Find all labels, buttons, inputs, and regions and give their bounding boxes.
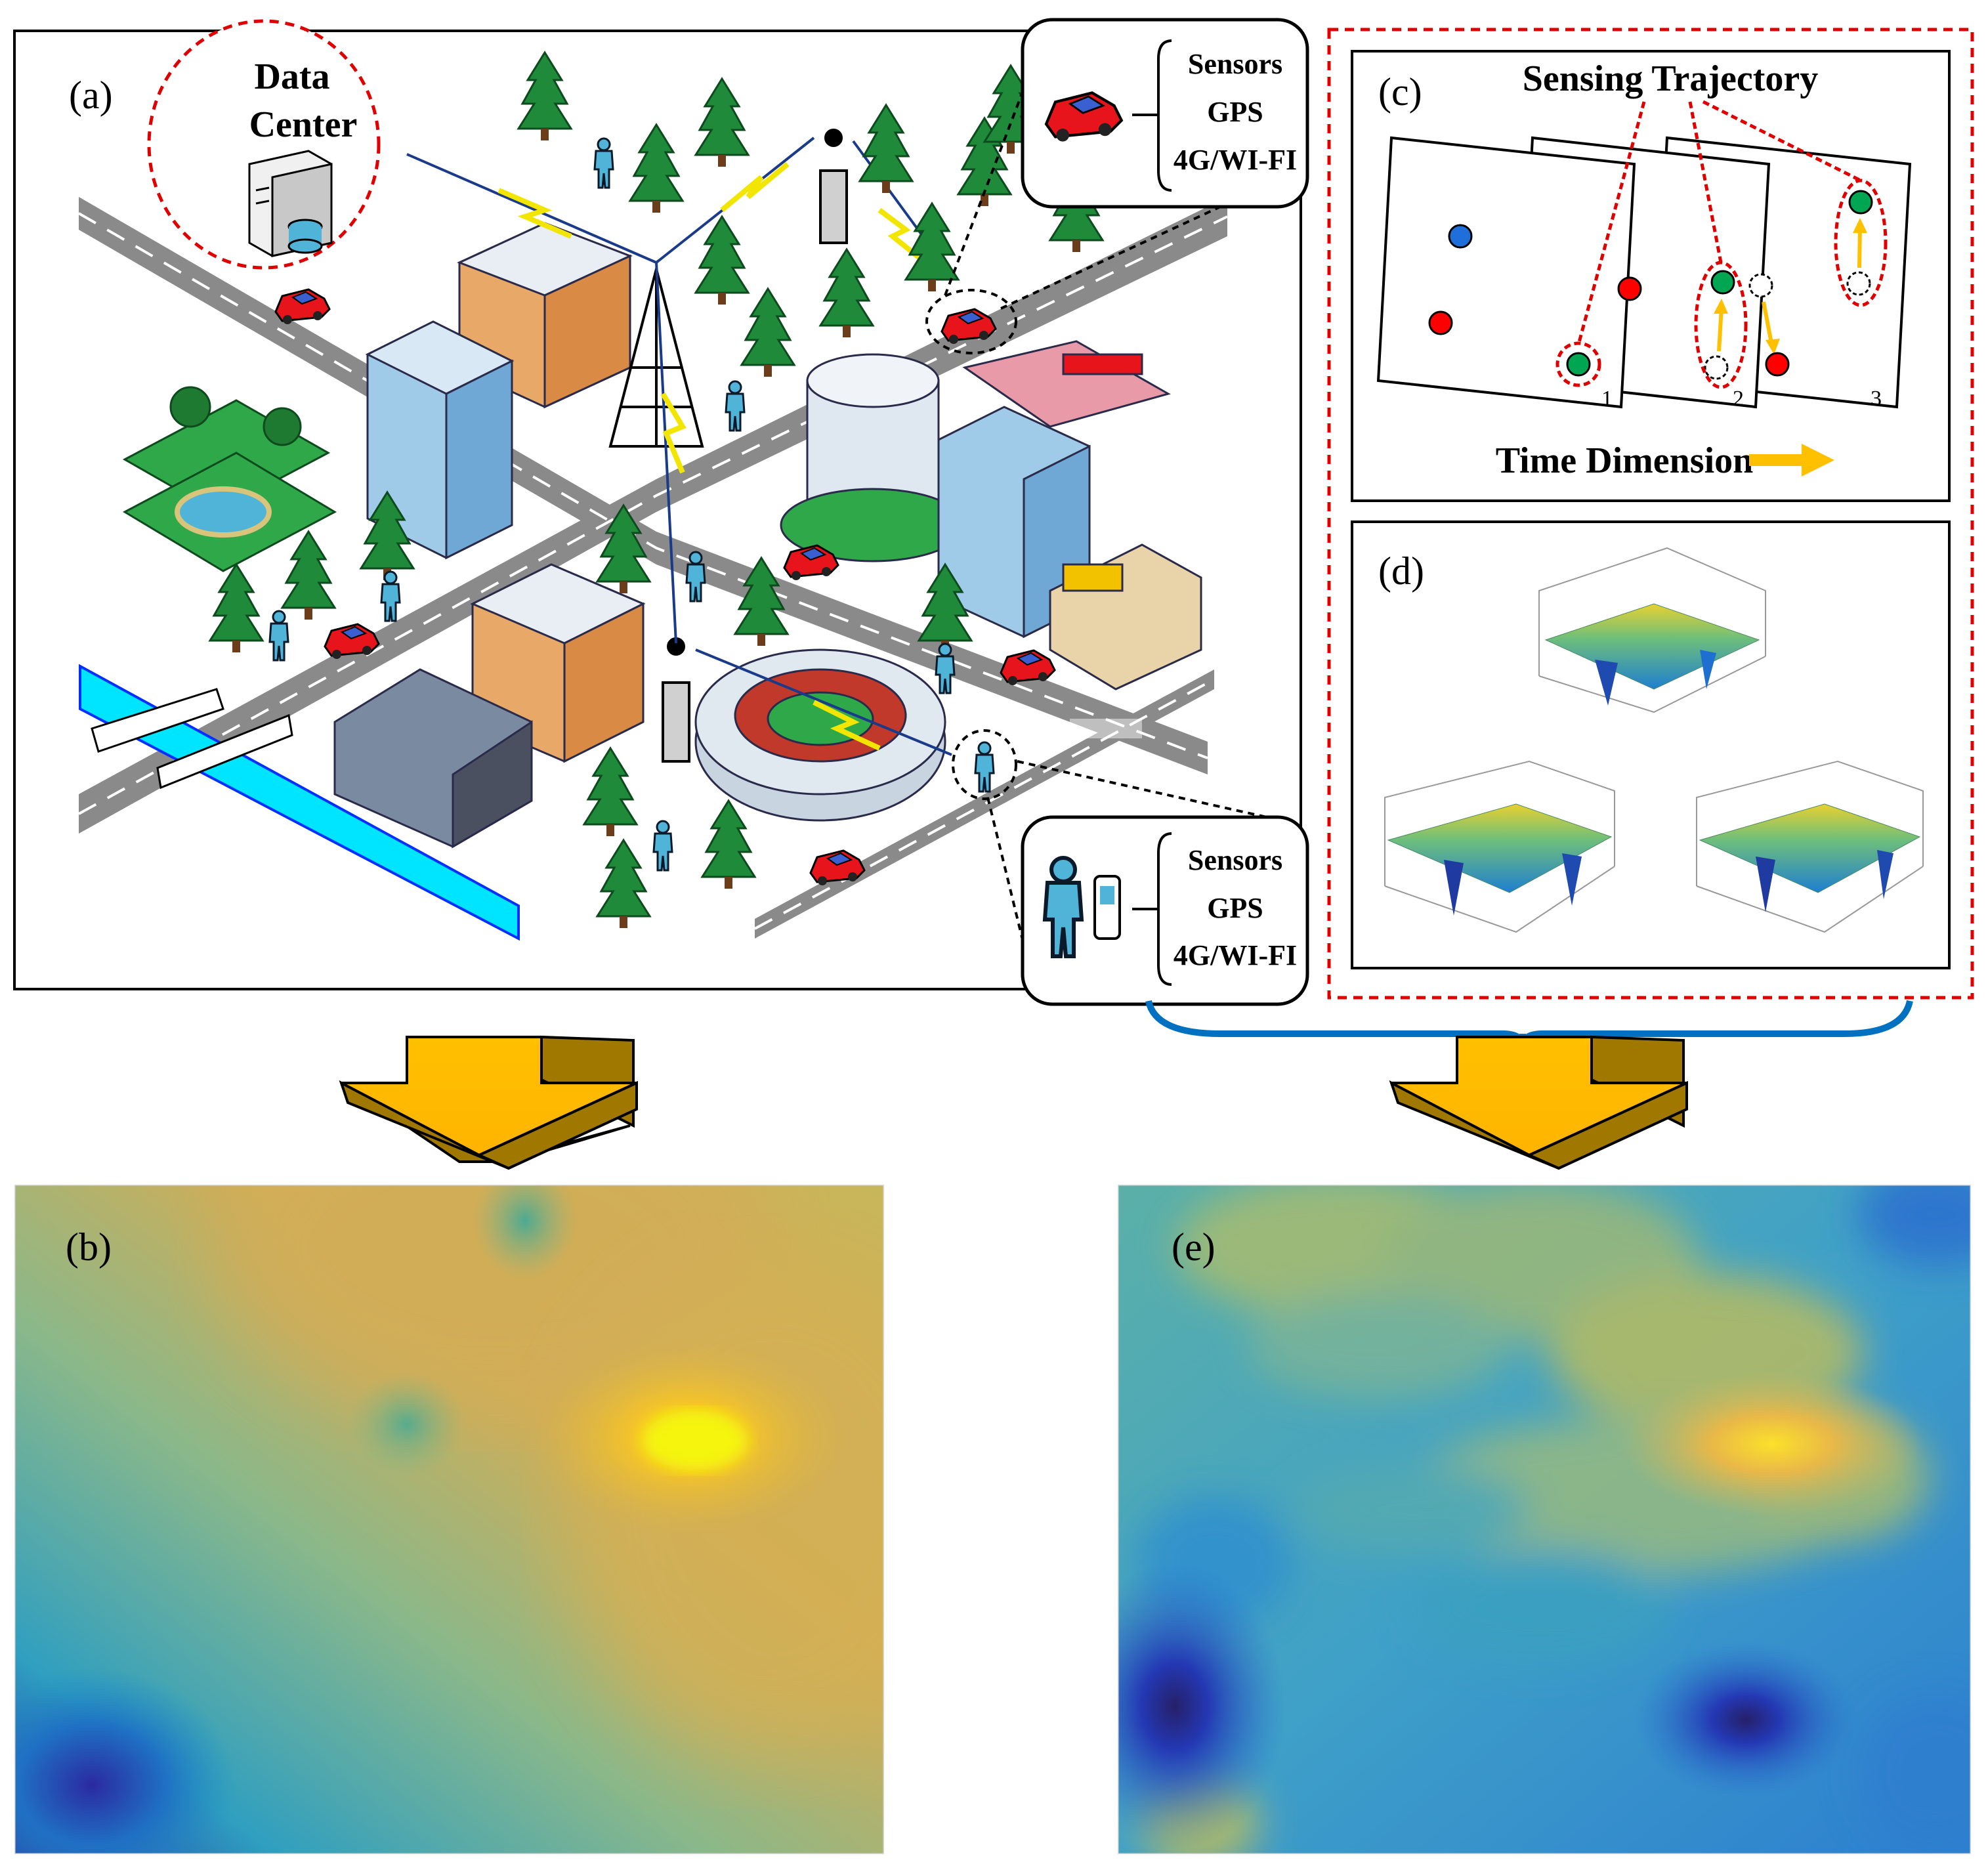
sensor-dot-red-partial [1617,276,1642,301]
trajectory-highlight-t1 [1555,341,1601,387]
person-sensor-line-sensors: Sensors [1188,844,1282,876]
frame-number-3: 3 [1871,387,1882,411]
trajectory-highlight-t3 [1834,179,1888,307]
communication-links [406,137,953,756]
road-network [77,197,1228,939]
data-center-label-line2: Center [249,104,358,145]
car-sensor-line-gps: GPS [1207,96,1263,128]
title-connector-lines [1576,100,1862,345]
person-sensor-line-network: 4G/WI-FI [1174,939,1297,971]
time-arrow-icon [1749,444,1834,477]
car-sensor-line-network: 4G/WI-FI [1174,144,1297,176]
panel-d-3d-surfaces: (d) [1351,520,1951,969]
movement-arrow-red [1762,301,1774,347]
panel-d-label: (d) [1378,549,1424,593]
trajectory-frame-1 [1376,136,1636,409]
sensor-dot-green-t1 [1566,352,1591,377]
sensor-prev-position-t2 [1704,355,1729,380]
bridge [91,688,293,790]
cell-towers [608,129,848,763]
panel-e-heatmap [1118,1185,1971,1854]
river [79,664,520,941]
person-sensor-callout: Sensors GPS 4G/WI-FI [952,729,1309,1006]
movement-arrow-t3 [1857,226,1862,268]
frame-number-2: 2 [1733,387,1744,411]
surface-plot-3 [1696,760,1924,933]
phone-icon [1093,875,1121,940]
panel-a-label: (a) [69,74,113,117]
panel-c-title: Sensing Trajectory [1523,58,1819,99]
sensor-dot-green-t2 [1710,270,1735,295]
panel-a-city-illustration: Data Center (a) Sensors GPS [13,18,1309,1006]
sensor-prev-position-t3-red [1748,273,1773,298]
movement-arrow-t2 [1717,307,1724,352]
panel-c-label: (c) [1378,70,1422,114]
park [122,386,337,572]
data-center: Data Center [147,19,381,270]
time-dimension-label: Time Dimension [1496,440,1754,481]
panel-d-frame [1351,520,1951,969]
person-sensor-line-gps: GPS [1207,892,1263,924]
frame-number-1: 1 [1601,387,1613,411]
panel-c-sensing-trajectory: (c) Sensing Trajectory 1 2 3 [1351,50,1951,502]
down-arrow-left [339,1035,638,1170]
sensor-dot-red [1428,310,1453,335]
panel-e-label: (e) [1172,1225,1216,1269]
server-icon [248,150,333,257]
sensor-dot-blue [1448,224,1473,249]
panel-b-label: (b) [66,1225,112,1269]
sensor-dot-green-t3 [1848,190,1873,215]
surface-plot-1 [1538,547,1766,713]
data-center-label-line1: Data [254,56,329,97]
panel-b-heatmap [14,1185,884,1854]
down-arrow-right [1389,1035,1688,1170]
car-sensor-callout: Sensors GPS 4G/WI-FI [925,18,1309,354]
panels-c-d-dashed-frame [1327,28,1974,1000]
car-sensor-line-sensors: Sensors [1188,48,1282,80]
buildings [333,222,1202,849]
sensor-prev-position-t3 [1846,271,1871,296]
sensor-dot-red-t3 [1765,352,1790,377]
surface-plot-2 [1384,760,1615,933]
